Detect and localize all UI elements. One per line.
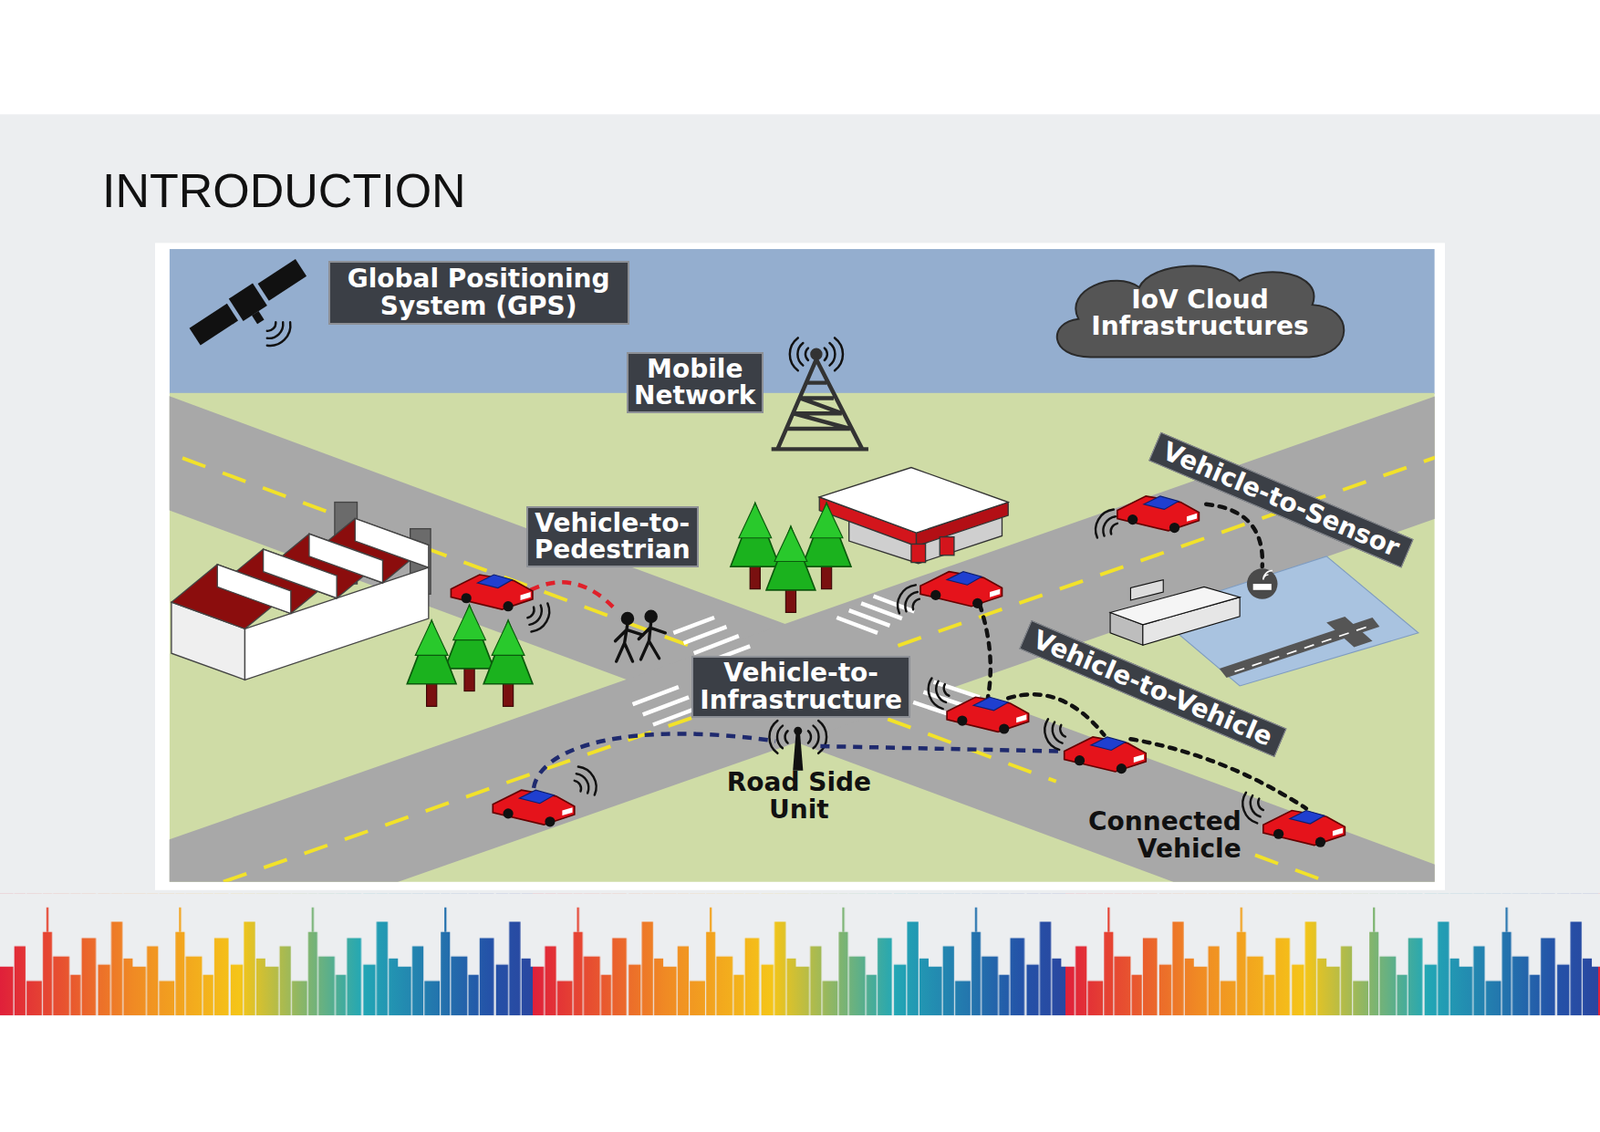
airport [1110, 556, 1419, 686]
sensor-link [1205, 504, 1263, 567]
pedestrians [615, 611, 666, 662]
infrastructure-link [820, 746, 1061, 752]
vehicle-link [979, 603, 991, 698]
text-label: Connected Vehicle [1059, 808, 1242, 863]
car [1064, 737, 1146, 774]
tree [766, 526, 816, 613]
rsu-antenna [793, 727, 802, 736]
lane-line [169, 428, 705, 652]
control-tower [1130, 580, 1164, 601]
car [1263, 810, 1345, 848]
sky [169, 249, 1435, 395]
person [615, 623, 644, 662]
tree [483, 620, 533, 707]
pedestrian-link [530, 581, 617, 611]
node-text: Vehicle-to-Pedestrian [533, 509, 692, 564]
sensor-router [1246, 568, 1278, 600]
slide-band [0, 114, 1600, 1016]
car [1117, 496, 1199, 533]
factory [171, 502, 431, 681]
tower-top [811, 350, 821, 359]
vehicle-links [979, 504, 1307, 809]
signal-waves [808, 720, 827, 754]
signal-waves [1040, 715, 1070, 753]
factory-roof [217, 564, 291, 614]
vehicle-link [1130, 738, 1306, 809]
signal-waves [1238, 789, 1268, 827]
signal-waves [824, 337, 843, 371]
terminal [1110, 586, 1240, 624]
node-text: Mobile Network [633, 355, 758, 410]
satellite-dish [251, 311, 265, 324]
solar-panel [189, 303, 239, 346]
signal-waves [522, 598, 555, 636]
signal-waves [924, 675, 953, 713]
fuel-pump [911, 543, 926, 562]
lane-markings [169, 424, 1435, 883]
road [169, 363, 1435, 883]
car [492, 789, 574, 827]
runway-mark [1235, 626, 1368, 672]
node-text: IoV Cloud Infrastructures [1090, 286, 1310, 341]
router-icon [1253, 583, 1272, 591]
factory-roof [171, 564, 291, 629]
lane-line [1255, 854, 1435, 882]
network-box: Mobile Network [626, 352, 764, 414]
solar-panel [258, 259, 307, 302]
text-label: Road Side Unit [714, 768, 884, 823]
rsu-antenna [792, 732, 803, 770]
signal-waves [768, 720, 788, 754]
car [450, 574, 532, 612]
crosswalk [633, 596, 980, 726]
car [920, 571, 1002, 609]
gps-box: Global Positioning System (GPS) [328, 260, 630, 324]
router-icon [1263, 571, 1273, 581]
mobile-tower [771, 350, 869, 450]
cloud-shape: IoV Cloud Infrastructures [1048, 259, 1352, 368]
skyline [0, 893, 1600, 1016]
road-side-unit [792, 727, 803, 771]
person [638, 621, 665, 659]
car [946, 696, 1029, 734]
link-box: Vehicle-to-Infrastructure [691, 655, 911, 717]
signal-waves [789, 337, 809, 371]
satellite [187, 256, 314, 356]
tower-frame [771, 359, 869, 449]
signal-waves [892, 581, 925, 619]
gas-station [819, 467, 1008, 564]
node-text: Global Positioning System (GPS) [346, 265, 612, 320]
lane-line [169, 716, 695, 883]
cloud-outline [1057, 265, 1344, 357]
runway [1326, 616, 1372, 648]
slide-title: INTRODUCTION [102, 164, 467, 219]
fuel-pump [939, 537, 955, 556]
signal-waves [259, 314, 297, 352]
tree [406, 620, 457, 707]
station-roof [819, 467, 1008, 534]
signal-waves [1090, 505, 1123, 543]
signal-waves [569, 762, 602, 800]
node-text: Vehicle-to-Infrastructure [698, 659, 904, 714]
link-box: Vehicle-to-Pedestrian [526, 506, 699, 568]
scene [169, 249, 1435, 883]
